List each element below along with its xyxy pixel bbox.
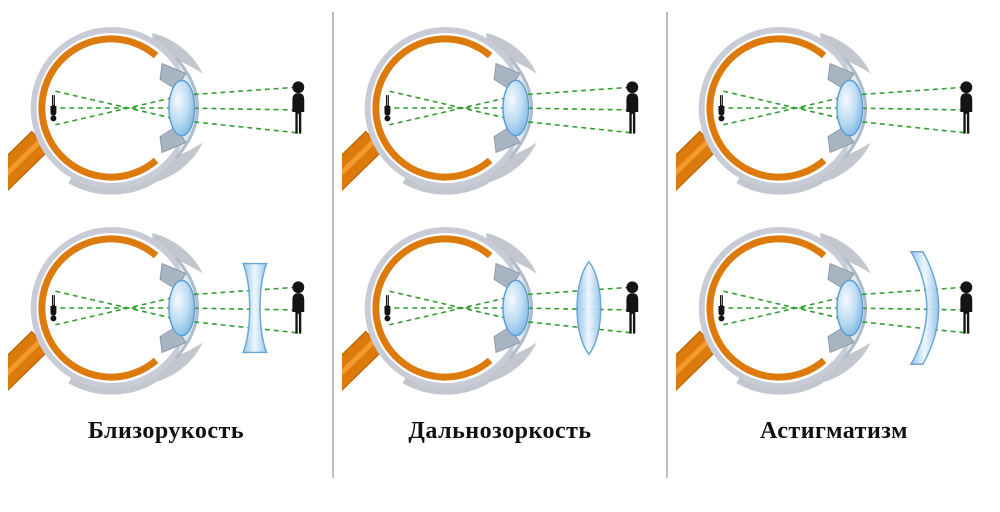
- panel-label-hyperopia: Дальнозоркость: [408, 418, 592, 444]
- panel-hyperopia: Дальнозоркость: [334, 0, 666, 512]
- biconvex-corrective-lens: [576, 260, 602, 356]
- panel-label-myopia: Близорукость: [87, 418, 245, 444]
- hyperopia-corrected-eye-diagram: [342, 214, 658, 402]
- hyperopia-uncorrected-eye-diagram: [342, 14, 658, 202]
- myopia-corrected-eye-diagram: [8, 214, 324, 402]
- panel-label-astigmatism: Астигматизм: [760, 418, 908, 444]
- myopia-uncorrected-eye-diagram: [8, 14, 324, 202]
- column-divider: [666, 12, 668, 478]
- astigmatism-corrected-eye-diagram: [676, 214, 992, 402]
- biconcave-corrective-lens: [241, 262, 268, 354]
- panel-myopia: Близорукость: [0, 0, 332, 512]
- column-divider: [332, 12, 334, 478]
- cylindrical-corrective-lens: [909, 250, 940, 366]
- panel-astigmatism: Астигматизм: [668, 0, 1000, 512]
- astigmatism-uncorrected-eye-diagram: [676, 14, 992, 202]
